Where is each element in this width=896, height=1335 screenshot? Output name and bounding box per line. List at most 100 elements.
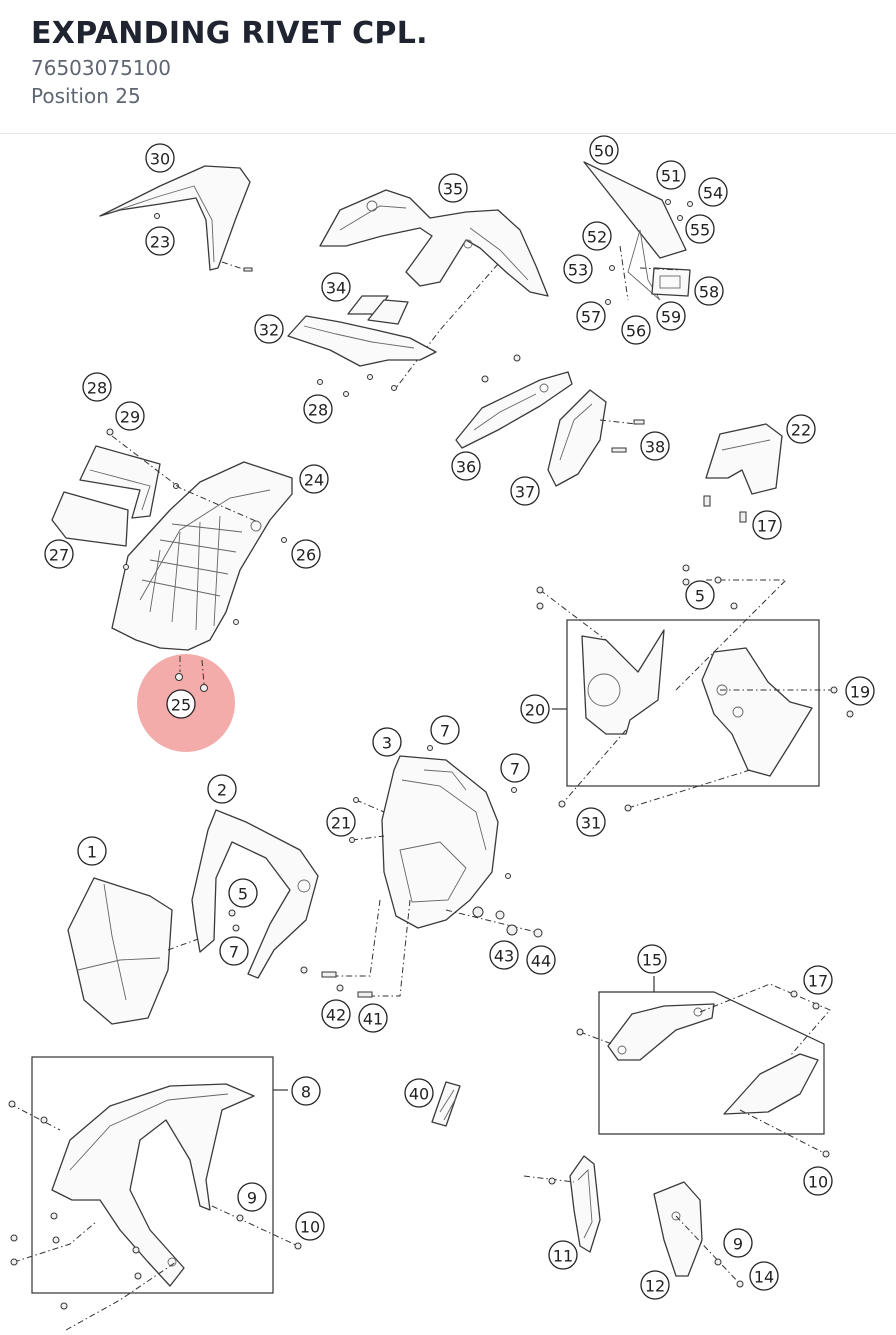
- callout-5[interactable]: 5: [685, 580, 715, 610]
- callout-circle: [749, 1261, 779, 1291]
- callout-circle: [685, 580, 715, 610]
- callout-14[interactable]: 14: [749, 1261, 779, 1291]
- callout-12[interactable]: 12: [640, 1270, 670, 1300]
- callout-label: 54: [703, 184, 723, 203]
- callout-circle: [803, 1166, 833, 1196]
- callout-50[interactable]: 50: [589, 135, 619, 165]
- callout-circle: [698, 177, 728, 207]
- callout-28[interactable]: 28: [82, 372, 112, 402]
- callout-label: 19: [850, 683, 870, 702]
- callout-label: 36: [456, 458, 476, 477]
- callout-7[interactable]: 7: [219, 936, 249, 966]
- callout-label: 9: [733, 1235, 743, 1254]
- callout-9[interactable]: 9: [237, 1182, 267, 1212]
- part-34-cover: [347, 295, 409, 325]
- callout-57[interactable]: 57: [576, 301, 606, 331]
- callout-25[interactable]: 25: [166, 689, 196, 719]
- callout-21[interactable]: 21: [326, 807, 356, 837]
- callout-24[interactable]: 24: [299, 464, 329, 494]
- callout-20[interactable]: 20: [520, 694, 550, 724]
- callout-19[interactable]: 19: [845, 676, 875, 706]
- callout-label: 32: [259, 321, 279, 340]
- callout-43[interactable]: 43: [489, 940, 519, 970]
- callout-label: 14: [754, 1268, 774, 1287]
- callout-label: 57: [581, 308, 601, 327]
- callout-circle: [372, 727, 402, 757]
- callout-1[interactable]: 1: [77, 836, 107, 866]
- callout-label: 41: [363, 1010, 383, 1029]
- callout-26[interactable]: 26: [291, 539, 321, 569]
- callout-circle: [786, 414, 816, 444]
- callout-7[interactable]: 7: [430, 715, 460, 745]
- callout-label: 3: [382, 734, 392, 753]
- callout-59[interactable]: 59: [656, 301, 686, 331]
- part-11-reflector: [523, 1155, 601, 1253]
- callout-32[interactable]: 32: [254, 314, 284, 344]
- callout-28[interactable]: 28: [303, 394, 333, 424]
- callout-3[interactable]: 3: [372, 727, 402, 757]
- callout-27[interactable]: 27: [44, 539, 74, 569]
- callout-23[interactable]: 23: [145, 226, 175, 256]
- callout-56[interactable]: 56: [621, 315, 651, 345]
- callout-58[interactable]: 58: [694, 276, 724, 306]
- callout-38[interactable]: 38: [640, 431, 670, 461]
- part-number: 76503075100: [31, 56, 171, 80]
- callout-circle: [404, 1078, 434, 1108]
- callout-circle: [303, 394, 333, 424]
- callout-circle: [637, 944, 667, 974]
- callout-label: 17: [757, 517, 777, 536]
- callout-label: 42: [326, 1006, 346, 1025]
- callout-circle: [582, 221, 612, 251]
- callout-label: 38: [645, 438, 665, 457]
- callout-label: 7: [440, 722, 450, 741]
- callout-2[interactable]: 2: [207, 774, 237, 804]
- callout-17[interactable]: 17: [752, 510, 782, 540]
- callout-circle: [563, 254, 593, 284]
- callout-51[interactable]: 51: [656, 160, 686, 190]
- callout-53[interactable]: 53: [563, 254, 593, 284]
- callout-circle: [845, 676, 875, 706]
- callout-44[interactable]: 44: [526, 945, 556, 975]
- callout-17[interactable]: 17: [803, 965, 833, 995]
- callout-9[interactable]: 9: [723, 1228, 753, 1258]
- callout-34[interactable]: 34: [321, 272, 351, 302]
- callout-label: 5: [695, 587, 705, 606]
- callout-circle: [77, 836, 107, 866]
- callout-22[interactable]: 22: [786, 414, 816, 444]
- callout-circle: [291, 1076, 321, 1106]
- callout-30[interactable]: 30: [145, 143, 175, 173]
- callout-42[interactable]: 42: [321, 999, 351, 1029]
- callout-10[interactable]: 10: [803, 1166, 833, 1196]
- callout-circle: [548, 1240, 578, 1270]
- callout-circle: [752, 510, 782, 540]
- callout-circle: [115, 401, 145, 431]
- callout-37[interactable]: 37: [510, 476, 540, 506]
- part-1-headlight-mask: [67, 877, 213, 1025]
- callout-circle: [576, 301, 606, 331]
- callout-40[interactable]: 40: [404, 1078, 434, 1108]
- part-24-airbox: [106, 428, 293, 651]
- callout-41[interactable]: 41: [358, 1003, 388, 1033]
- callout-11[interactable]: 11: [548, 1240, 578, 1270]
- callout-label: 2: [217, 781, 227, 800]
- callout-circle: [207, 774, 237, 804]
- callout-label: 12: [645, 1277, 665, 1296]
- callout-36[interactable]: 36: [451, 451, 481, 481]
- part-15-assembly-box: [576, 976, 831, 1158]
- callout-label: 30: [150, 150, 170, 169]
- callout-15[interactable]: 15: [637, 944, 667, 974]
- callout-55[interactable]: 55: [685, 214, 715, 244]
- callout-31[interactable]: 31: [576, 807, 606, 837]
- callout-circle: [326, 807, 356, 837]
- callout-circle: [589, 135, 619, 165]
- callout-8[interactable]: 8: [291, 1076, 321, 1106]
- callout-29[interactable]: 29: [115, 401, 145, 431]
- callout-circle: [438, 173, 468, 203]
- callout-5[interactable]: 5: [228, 878, 258, 908]
- callout-52[interactable]: 52: [582, 221, 612, 251]
- callout-10[interactable]: 10: [295, 1211, 325, 1241]
- callout-54[interactable]: 54: [698, 177, 728, 207]
- callout-label: 10: [300, 1218, 320, 1237]
- callout-35[interactable]: 35: [438, 173, 468, 203]
- callout-7[interactable]: 7: [500, 753, 530, 783]
